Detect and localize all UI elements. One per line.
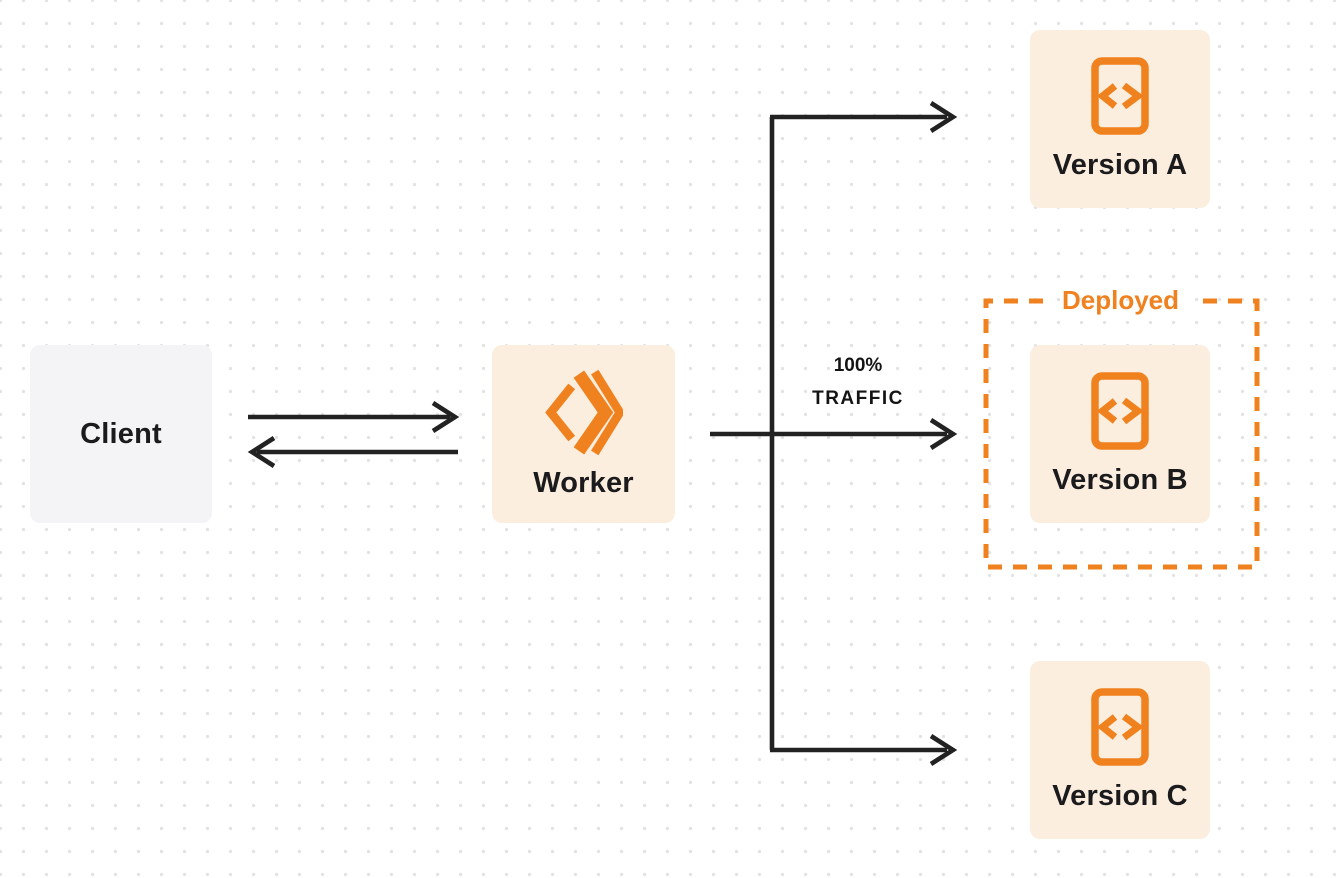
deployed-region-border — [983, 298, 1260, 570]
workers-logo-icon — [544, 369, 623, 457]
arrow-branch-to-version-c — [770, 734, 958, 766]
client-label: Client — [80, 417, 162, 450]
traffic-edge-label: 100% TRAFFIC — [788, 349, 928, 415]
version-c-label: Version C — [1052, 779, 1188, 812]
worker-label: Worker — [533, 466, 634, 499]
code-document-icon — [1091, 371, 1149, 450]
code-document-icon — [1091, 687, 1149, 766]
node-version-c: Version C — [1030, 661, 1210, 839]
traffic-word: TRAFFIC — [812, 388, 904, 409]
node-version-b: Version B — [1030, 345, 1210, 523]
node-client: Client — [30, 345, 212, 523]
version-a-label: Version A — [1052, 148, 1188, 181]
traffic-percentage: 100% — [833, 355, 883, 376]
code-document-icon — [1091, 56, 1149, 135]
version-b-label: Version B — [1052, 463, 1188, 496]
deployed-badge: Deployed — [1061, 285, 1180, 315]
arrow-worker-to-version-b — [710, 418, 958, 450]
arrow-client-to-worker — [248, 401, 460, 433]
node-worker: Worker — [492, 345, 675, 523]
arrow-worker-to-client — [247, 436, 458, 468]
arrow-branch-to-version-a — [770, 101, 958, 133]
node-version-a: Version A — [1030, 30, 1210, 208]
